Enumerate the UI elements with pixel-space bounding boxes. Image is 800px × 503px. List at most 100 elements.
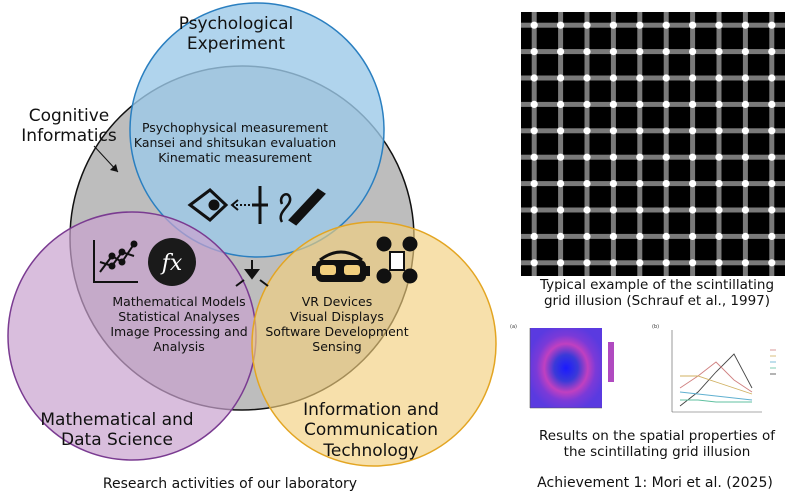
grid-line-horizontal xyxy=(521,49,785,55)
psych-title-line-2: Experiment xyxy=(186,34,286,55)
math-title-line-1: Mathematical and xyxy=(40,410,194,430)
center-item: Kinematic measurement xyxy=(158,150,312,165)
grid-line-vertical xyxy=(531,12,537,276)
center-item: Kansei and shitsukan evaluation xyxy=(133,135,337,150)
series-line xyxy=(679,361,753,393)
panel-a-label: (a) xyxy=(510,324,517,330)
grid-dot xyxy=(768,21,776,29)
eye-icon xyxy=(187,188,229,222)
grid-dot xyxy=(609,259,617,267)
vertical-bar-icon xyxy=(252,186,268,224)
grid-dot xyxy=(557,259,565,267)
grid-dot xyxy=(741,21,749,29)
grid-dot xyxy=(530,74,538,82)
grid-dot xyxy=(609,180,617,188)
grid-dot xyxy=(715,48,723,56)
grid-dot xyxy=(636,206,644,214)
results-caption-line: the scintillating grid illusion xyxy=(563,444,751,461)
grid-dot xyxy=(583,232,591,240)
grid-dot xyxy=(715,153,723,161)
grid-line-vertical xyxy=(690,12,696,276)
grid-dot xyxy=(715,21,723,29)
grid-dot xyxy=(689,127,697,135)
grid-dot xyxy=(741,232,749,240)
results-panel-a: (a) xyxy=(510,324,614,409)
grid-dot xyxy=(662,74,670,82)
grid-dot xyxy=(609,206,617,214)
grid-dot xyxy=(583,48,591,56)
grid-dot xyxy=(557,127,565,135)
achievement-caption: Achievement 1: Mori et al. (2025) xyxy=(537,475,773,491)
grid-dot xyxy=(530,153,538,161)
grid-dot xyxy=(662,206,670,214)
grid-dot xyxy=(662,259,670,267)
panel-b-label: (b) xyxy=(652,324,659,330)
grid-dot xyxy=(609,48,617,56)
grid-dot xyxy=(636,259,644,267)
grid-dot xyxy=(530,259,538,267)
ict-item: Sensing xyxy=(312,339,362,354)
grid-dot xyxy=(689,232,697,240)
grid-dot xyxy=(583,259,591,267)
math-item: Image Processing and xyxy=(110,324,248,339)
series-line xyxy=(680,375,753,395)
vr-headset-icon xyxy=(312,250,370,282)
math-item: Mathematical Models xyxy=(112,294,246,309)
grid-dot xyxy=(557,100,565,108)
grid-caption: Typical example of the scintillating gri… xyxy=(526,277,788,309)
ict-title: Information and Communication Technology xyxy=(296,400,446,461)
grid-line-vertical xyxy=(584,12,590,276)
grid-dot xyxy=(715,74,723,82)
legend xyxy=(770,349,776,375)
ict-circle xyxy=(251,221,497,467)
grid-line-vertical xyxy=(663,12,669,276)
grid-dot xyxy=(715,232,723,240)
ict-item: Software Development xyxy=(265,324,409,339)
grid-dot xyxy=(636,21,644,29)
grid-line-horizontal xyxy=(521,207,785,213)
grid-dot xyxy=(530,127,538,135)
network-people-icon xyxy=(376,236,418,284)
grid-dot xyxy=(636,127,644,135)
tools-icon xyxy=(235,260,269,287)
grid-line-horizontal xyxy=(521,233,785,239)
grid-dot xyxy=(662,21,670,29)
heatmap-colorbar xyxy=(608,342,614,382)
ict-items: VR Devices Visual Displays Software Deve… xyxy=(262,294,412,354)
grid-dot xyxy=(689,259,697,267)
grid-dot xyxy=(662,100,670,108)
grid-dot xyxy=(557,232,565,240)
grid-dot xyxy=(741,74,749,82)
grid-dot xyxy=(689,180,697,188)
grid-dot xyxy=(609,153,617,161)
grid-dot xyxy=(583,100,591,108)
grid-dot xyxy=(609,232,617,240)
grid-dot xyxy=(557,180,565,188)
cog-title-line-1: Cognitive xyxy=(28,106,110,126)
cognitive-informatics-title: Cognitive Informatics xyxy=(20,106,118,147)
grid-dot xyxy=(741,206,749,214)
grid-dot xyxy=(662,153,670,161)
line-chart-icon xyxy=(93,240,138,283)
grid-line-vertical xyxy=(610,12,616,276)
math-data-science-title: Mathematical and Data Science xyxy=(22,410,212,451)
cog-title-line-2: Informatics xyxy=(21,126,117,147)
grid-line-vertical xyxy=(558,12,564,276)
grid-dot xyxy=(689,100,697,108)
heatmap xyxy=(530,328,602,408)
grid-line-horizontal xyxy=(521,101,785,107)
grid-dot xyxy=(557,21,565,29)
ict-item: VR Devices xyxy=(301,294,373,309)
grid-line-vertical xyxy=(742,12,748,276)
results-panel-b: (b) xyxy=(652,324,776,413)
grid-dot xyxy=(583,127,591,135)
ict-title-line-2: Communication xyxy=(304,420,438,441)
results-caption-line: Results on the spatial properties of xyxy=(538,428,776,444)
grid-line-vertical xyxy=(769,12,775,276)
grid-dot xyxy=(689,21,697,29)
grid-dot xyxy=(715,180,723,188)
pen-icon xyxy=(279,188,326,226)
grid-dot xyxy=(715,127,723,135)
grid-line-vertical xyxy=(716,12,722,276)
grid-dot xyxy=(741,100,749,108)
